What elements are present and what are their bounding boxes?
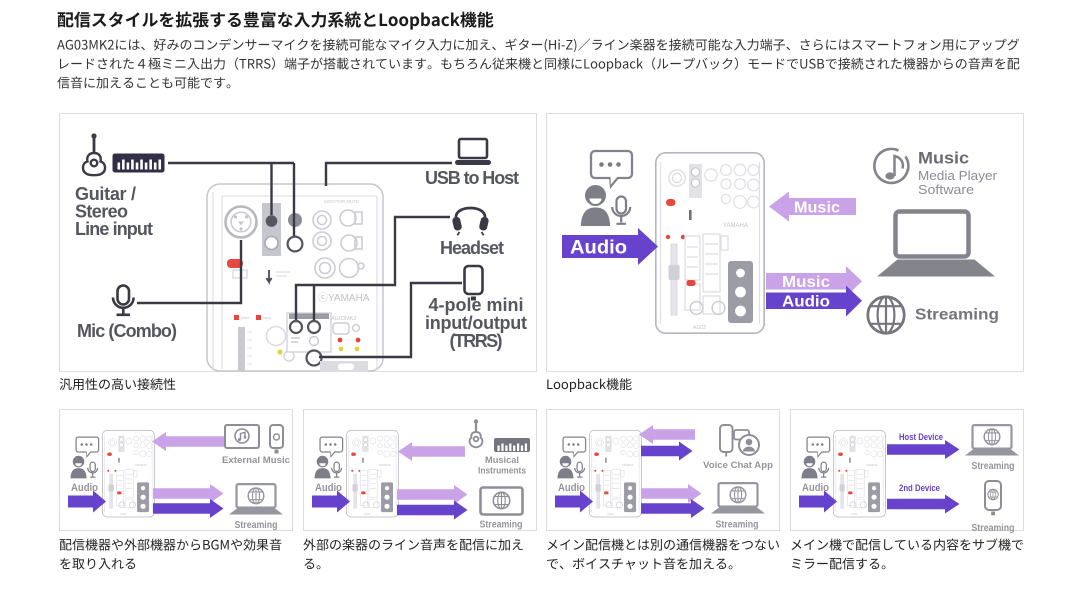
svg-text:Voice Chat App: Voice Chat App	[703, 460, 773, 471]
svg-text:USB to Host: USB to Host	[425, 168, 519, 188]
svg-text:Audio: Audio	[782, 294, 830, 311]
svg-text:Music: Music	[782, 274, 830, 291]
svg-text:Music: Music	[918, 149, 969, 168]
svg-text:Streaming: Streaming	[235, 520, 278, 531]
svg-text:Instruments: Instruments	[478, 466, 526, 477]
svg-text:Musical: Musical	[485, 455, 519, 466]
svg-text:Audio: Audio	[570, 238, 627, 259]
svg-text:4-pole mini: 4-pole mini	[429, 295, 524, 315]
svg-text:AG03MK2: AG03MK2	[331, 316, 356, 322]
svg-text:Mic (Combo): Mic (Combo)	[77, 321, 177, 341]
svg-text:Audio: Audio	[802, 482, 829, 494]
svg-text:Streaming: Streaming	[972, 523, 1015, 534]
svg-text:Audio: Audio	[558, 482, 585, 494]
svg-text:(TRRS): (TRRS)	[450, 331, 503, 351]
svg-text:Stereo: Stereo	[75, 202, 128, 222]
svg-text:Line input: Line input	[75, 219, 153, 239]
svg-text:MONITOR MUTE: MONITOR MUTE	[324, 199, 359, 204]
svg-text:Audio: Audio	[71, 482, 98, 494]
svg-text:Headset: Headset	[440, 238, 504, 258]
svg-text:Streaming: Streaming	[915, 307, 999, 324]
svg-text:Host Device: Host Device	[899, 432, 943, 442]
svg-text:Software: Software	[918, 182, 974, 197]
svg-text:input/output: input/output	[425, 313, 527, 333]
svg-text:ⓒYAMAHA: ⓒYAMAHA	[318, 292, 370, 304]
svg-text:Audio: Audio	[315, 482, 342, 494]
svg-text:Streaming: Streaming	[480, 520, 523, 531]
svg-text:Streaming: Streaming	[716, 520, 759, 531]
svg-text:Media Player: Media Player	[918, 168, 998, 183]
svg-text:Streaming: Streaming	[972, 461, 1015, 472]
svg-text:Guitar /: Guitar /	[75, 184, 136, 204]
svg-text:External Music: External Music	[222, 455, 290, 466]
svg-text:Music: Music	[794, 200, 840, 217]
svg-text:2nd Device: 2nd Device	[899, 483, 940, 493]
